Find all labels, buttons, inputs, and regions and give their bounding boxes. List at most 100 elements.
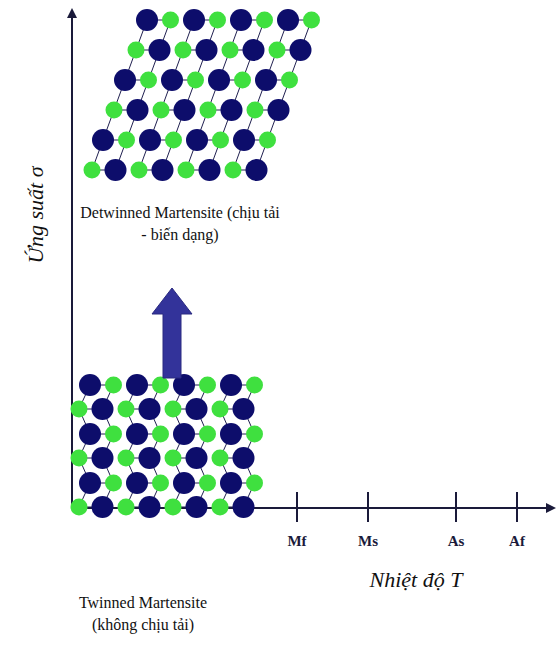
green-atom [105, 426, 122, 443]
green-atom [165, 499, 182, 516]
green-atom [199, 475, 216, 492]
green-atom [178, 162, 195, 179]
dark-atom [136, 9, 158, 31]
green-atom [165, 450, 182, 467]
temperature-mark: Ms [358, 533, 378, 550]
dark-atom [196, 39, 218, 61]
dark-atom [183, 9, 205, 31]
green-atom [199, 426, 216, 443]
lattice-state: Twinned Martensite (không chịu tải) [55, 380, 231, 642]
green-atom [209, 12, 226, 29]
green-atom [212, 401, 229, 418]
dark-atom [233, 496, 255, 518]
green-atom [128, 42, 145, 59]
state-caption: Twinned Martensite (không chịu tải) [55, 592, 231, 636]
green-atom [281, 72, 298, 89]
dark-atom [290, 39, 312, 61]
dark-atom [174, 99, 196, 121]
green-atom [247, 102, 264, 119]
block-arrow [152, 288, 192, 378]
green-atom [212, 450, 229, 467]
temperature-mark: Af [509, 533, 525, 550]
dark-atom [186, 447, 208, 469]
green-atom [84, 162, 101, 179]
green-atom [259, 132, 276, 149]
dark-atom [114, 69, 136, 91]
dark-atom [92, 447, 114, 469]
axis-label: Ứng suất σ [23, 166, 49, 263]
dark-atom [277, 9, 299, 31]
dark-atom [255, 69, 277, 91]
dark-atom [220, 374, 242, 396]
green-atom [106, 102, 123, 119]
green-atom [131, 162, 148, 179]
green-atom [118, 401, 135, 418]
green-atom [246, 475, 263, 492]
green-atom [269, 42, 286, 59]
green-atom [118, 499, 135, 516]
tick-mark [296, 492, 298, 522]
dark-atom [199, 159, 221, 181]
dark-atom [220, 423, 242, 445]
green-atom [118, 450, 135, 467]
twinned-lattice [71, 374, 264, 518]
green-atom [152, 426, 169, 443]
green-atom [118, 132, 135, 149]
green-atom [246, 377, 263, 394]
dark-atom [233, 129, 255, 151]
axis-label: Nhiệt độ T [370, 567, 463, 593]
dark-atom [152, 159, 174, 181]
green-atom [175, 42, 192, 59]
dark-atom [79, 374, 101, 396]
dark-atom [230, 9, 252, 31]
green-atom [212, 499, 229, 516]
dark-atom [233, 398, 255, 420]
green-atom [152, 377, 169, 394]
tick-mark [516, 492, 518, 522]
tick-mark [367, 492, 369, 522]
dark-atom [208, 69, 230, 91]
green-atom [199, 377, 216, 394]
green-atom [225, 162, 242, 179]
green-atom [234, 72, 251, 89]
dark-atom [139, 447, 161, 469]
detwinned-lattice [84, 9, 321, 181]
green-atom [153, 102, 170, 119]
dark-atom [186, 398, 208, 420]
dark-atom [186, 129, 208, 151]
dark-atom [139, 398, 161, 420]
green-atom [71, 499, 88, 516]
dark-atom [127, 99, 149, 121]
dark-atom [126, 374, 148, 396]
temperature-mark: Mf [287, 533, 306, 550]
dark-atom [92, 398, 114, 420]
green-atom [212, 132, 229, 149]
dark-atom [268, 99, 290, 121]
green-atom [222, 42, 239, 59]
y-axis [71, 10, 73, 508]
dark-atom [246, 159, 268, 181]
green-atom [71, 401, 88, 418]
tick-mark [455, 492, 457, 522]
dark-atom [126, 472, 148, 494]
green-atom [165, 401, 182, 418]
dark-atom [221, 99, 243, 121]
green-atom [256, 12, 273, 29]
dark-atom [139, 129, 161, 151]
green-atom [105, 475, 122, 492]
dark-atom [139, 496, 161, 518]
lattice-state: Detwinned Martensite (chịu tải - biến dạ… [80, 4, 280, 286]
dark-atom [220, 472, 242, 494]
green-atom [105, 377, 122, 394]
dark-atom [233, 447, 255, 469]
green-atom [152, 475, 169, 492]
dark-atom [173, 472, 195, 494]
temperature-mark: As [448, 533, 465, 550]
green-atom [165, 132, 182, 149]
dark-atom [79, 472, 101, 494]
green-atom [140, 72, 157, 89]
green-atom [200, 102, 217, 119]
dark-atom [243, 39, 265, 61]
